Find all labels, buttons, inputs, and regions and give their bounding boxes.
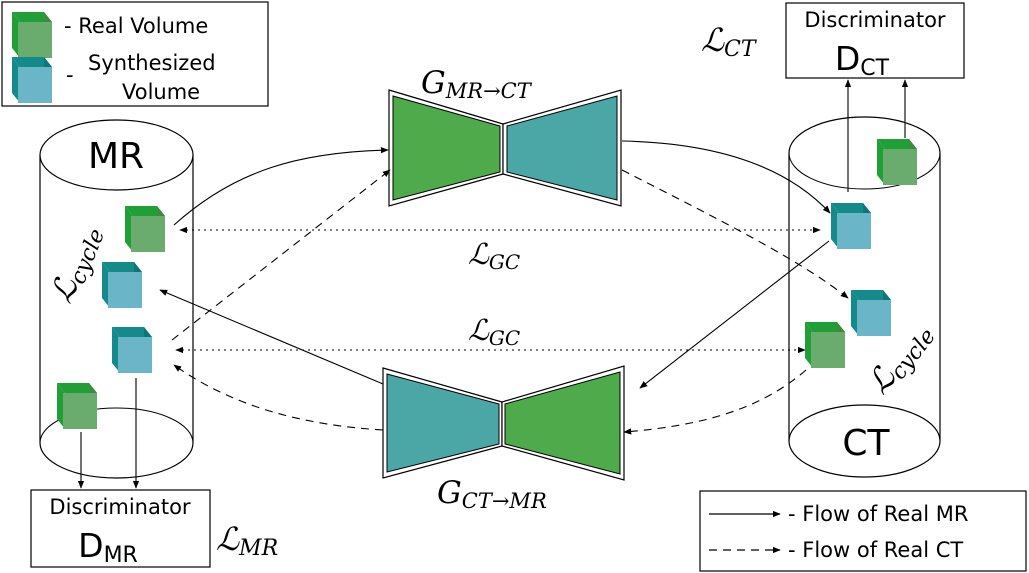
generator-mr-to-ct-subscript: MR→CT [445, 79, 533, 103]
loss-ct-symbol: ℒ [701, 21, 725, 59]
loss-mr-symbol: ℒ [216, 520, 240, 558]
flow-arrows [77, 79, 909, 489]
arrow-generator-to-synth-mr [173, 364, 384, 431]
cube-front-face [857, 300, 891, 336]
legend-synth-label-line1: Synthesized [88, 51, 216, 75]
cube-top-face [12, 12, 52, 22]
flow-legend: - Flow of Real MR - Flow of Real CT [699, 490, 1027, 572]
cube-top-face [12, 57, 52, 67]
cube-front-face [18, 67, 52, 103]
loss-ct-subscript: CT [724, 37, 758, 62]
loss-mr-subscript: MR [238, 536, 278, 561]
cube-front-face [131, 216, 165, 252]
cube-front-face [63, 393, 97, 429]
discriminator-ct: Discriminator DCT [785, 2, 965, 81]
legend-synth-dash: - [66, 63, 74, 87]
svg-text:DCT: DCT [835, 39, 890, 81]
ct-real-volume [877, 139, 917, 185]
cube-front-face [18, 22, 52, 58]
generator-ct-to-mr [382, 365, 625, 481]
cube-top-face [112, 327, 152, 337]
ct-real-volume-lower [805, 322, 845, 368]
cube-front-face [108, 272, 142, 308]
svg-text:ℒGC: ℒGC [468, 237, 520, 274]
cube-top-face [851, 290, 891, 300]
mr-real-volume-lower [57, 383, 97, 429]
loss-cycle-right-subscript: cycle [886, 324, 941, 384]
cube-top-face [102, 262, 142, 272]
svg-text:GMR→CT: GMR→CT [421, 65, 533, 103]
cube-front-face [811, 332, 845, 368]
loss-gc-bottom-symbol: ℒ [468, 313, 490, 347]
discriminator-mr-title: Discriminator [49, 495, 191, 519]
discriminator-mr-symbol: D [78, 526, 103, 565]
cube-front-face [837, 213, 871, 249]
mr-domain-label: MR [88, 136, 144, 177]
ct-cylinder [788, 116, 941, 478]
cube-top-face [805, 322, 845, 332]
discriminator-ct-title: Discriminator [804, 8, 946, 32]
svg-text:ℒMR: ℒMR [216, 520, 278, 561]
cube-front-face [118, 337, 152, 373]
arrow-generator-to-synth-ct [621, 140, 831, 214]
legend-real-volume-icon [12, 12, 52, 58]
loss-gc-bottom-subscript: GC [489, 326, 520, 350]
cube-front-face [883, 149, 917, 185]
arrow-generator-to-cycle-ct [621, 169, 849, 299]
arrow-mr-to-generator [173, 146, 389, 226]
svg-text:ℒGC: ℒGC [468, 313, 520, 350]
loss-gc-top-symbol: ℒ [468, 237, 490, 271]
svg-text:DMR: DMR [78, 526, 138, 568]
legend-real-mr-label: - Flow of Real MR [788, 502, 968, 526]
svg-text:GCT→MR: GCT→MR [437, 475, 547, 513]
arrow-ct-to-generator [623, 369, 807, 435]
legend-real-volume-label: - Real Volume [64, 14, 208, 38]
generator-mr-to-ct-symbol: G [421, 65, 446, 101]
svg-text:ℒCT: ℒCT [701, 21, 758, 62]
legend-synth-volume-icon [12, 57, 52, 103]
ct-domain-label: CT [842, 423, 890, 464]
loss-gc-top-subscript: GC [489, 250, 520, 274]
ct-synthesized-volume [831, 203, 871, 249]
volume-legend: - Real Volume - Synthesized Volume [1, 1, 269, 107]
cube-top-face [877, 139, 917, 149]
generator-ct-to-mr-symbol: G [437, 475, 462, 511]
mr-real-volume [125, 206, 165, 252]
arrow-synth-mr-to-generator [171, 169, 391, 341]
mr-cycle-volume [102, 262, 142, 308]
cube-top-face [831, 203, 871, 213]
legend-real-ct-label: - Flow of Real CT [788, 538, 963, 562]
svg-text:ℒcycle: ℒcycle [42, 219, 110, 309]
mr-cylinder [39, 119, 194, 479]
generator-ct-to-mr-subscript: CT→MR [462, 489, 547, 513]
mr-synthesized-volume [112, 327, 152, 373]
discriminator-mr: Discriminator DMR [30, 489, 211, 568]
generator-mr-to-ct [388, 89, 622, 207]
legend-synth-label-line2: Volume [122, 80, 200, 104]
discriminator-ct-subscript: CT [860, 56, 889, 81]
cube-top-face [125, 206, 165, 216]
discriminator-mr-subscript: MR [104, 543, 138, 568]
ct-cycle-volume [851, 290, 891, 336]
arrow-generator-to-cycle-mr [159, 289, 384, 385]
discriminator-ct-symbol: D [835, 39, 860, 78]
cube-top-face [57, 383, 97, 393]
arrow-synth-ct-to-generator [639, 240, 830, 389]
